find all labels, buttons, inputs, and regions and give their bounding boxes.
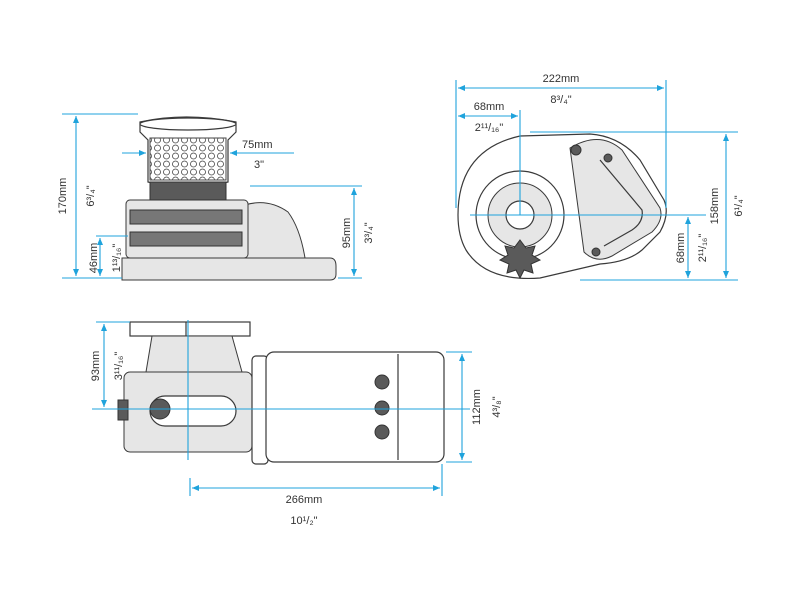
motor-body [265,351,445,463]
top-bolt-2 [603,153,613,163]
dim-158-in: 6¹/₄" [733,195,745,216]
top-bolt-1 [570,144,582,156]
dim-68v-in: 2¹¹/₁₆" [697,234,709,263]
dim-222-in: 8³/₄" [550,94,571,106]
side-drum-cap [149,181,227,201]
motor-deck-plate [129,321,251,337]
top-arm-slot [599,159,643,247]
dim-222-mm: 222mm [543,73,580,85]
dim-170-in: 6³/₄" [85,185,97,206]
side-gypsy-body [125,199,249,259]
dim-170-mm: 170mm [57,178,69,215]
motor-flange-tab [117,399,129,421]
dim-46-mm: 46mm [88,243,100,274]
side-gypsy-teeth-upper [129,209,243,225]
top-stripper-star [498,239,542,280]
dim-68h-in: 2¹¹/₁₆" [475,122,504,134]
dim-266-in: 10¹/₂" [290,515,317,527]
dim-75-mm: 75mm [242,139,273,151]
dim-158-mm: 158mm [709,188,721,225]
side-drum-grip-holes [149,137,227,181]
dim-112-mm: 112mm [471,389,483,425]
motor-terminal-2 [374,400,390,416]
dim-112-in: 4³/₈" [491,396,503,417]
motor-neck [145,335,243,373]
dim-68v-mm: 68mm [675,233,687,264]
dim-266-mm: 266mm [286,494,323,506]
dim-75-in: 3" [254,159,264,171]
top-bolt-3 [591,247,601,257]
dim-95-in: 3³/₄" [363,222,375,243]
dim-46-in: 1¹³/₁₆" [111,244,123,273]
side-view: 170mm 6³/₄" 46mm 1¹³/₁₆" 75mm 3" 95mm 3³… [57,113,375,281]
motor-view: 93mm 3¹¹/₁₆" 112mm 4³/₈" 266mm 10¹/₂" [90,320,503,527]
side-base-plate [121,257,337,281]
top-arm [569,139,662,260]
side-drum-top [139,117,237,131]
top-view: 222mm 8³/₄" 68mm 2¹¹/₁₆" 158mm 6¹/₄" 68m… [455,73,745,281]
motor-terminal-1 [374,374,390,390]
dim-95-mm: 95mm [341,218,353,249]
dim-68h-mm: 68mm [474,101,505,113]
dim-93-mm: 93mm [90,351,102,382]
side-gypsy-teeth-lower [129,231,243,247]
dim-93-in: 3¹¹/₁₆" [113,352,125,381]
side-housing-ramp [244,202,306,259]
motor-terminal-3 [374,424,390,440]
